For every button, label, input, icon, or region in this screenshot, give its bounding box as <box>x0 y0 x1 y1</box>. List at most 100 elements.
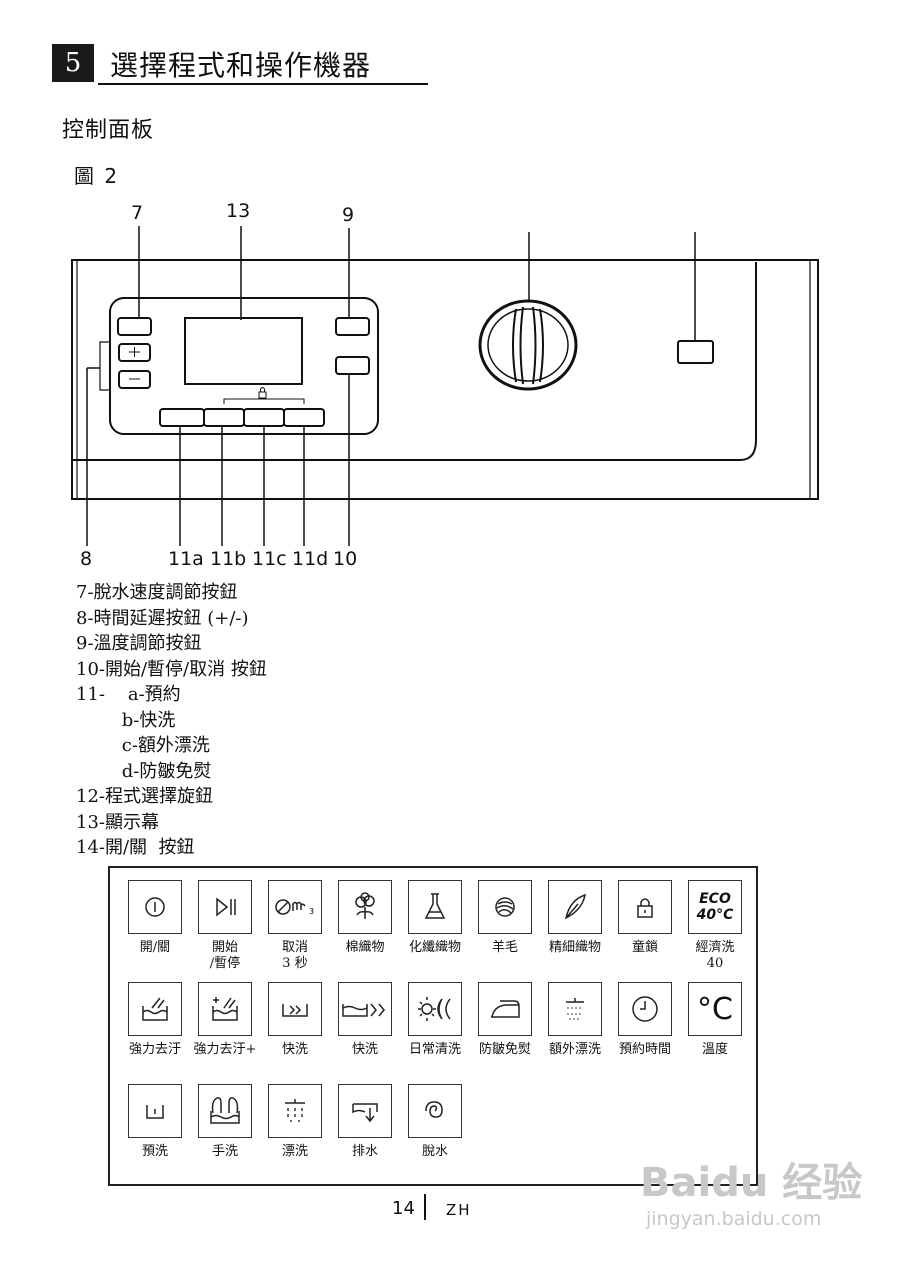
handwash-icon <box>198 1084 252 1138</box>
legend-item: 8-時間延遲按鈕 (+/-) <box>76 607 249 629</box>
symbol-cell: 強力去汙 <box>120 982 190 1058</box>
spin-icon <box>408 1084 462 1138</box>
callout-10: 10 <box>333 548 358 570</box>
symbol-label: 精細織物 <box>548 940 601 955</box>
callout-11c: 11c <box>252 548 287 570</box>
symbol-label: 快洗 <box>281 1042 308 1057</box>
symbol-cell: 脫水 <box>400 1084 470 1160</box>
power-button <box>677 340 714 364</box>
play-pause-icon <box>198 880 252 934</box>
svg-text:3: 3 <box>309 907 314 916</box>
symbol-label: 漂洗 <box>281 1144 308 1159</box>
symbol-label: 溫度 <box>701 1042 728 1057</box>
legend-list: 7-脫水速度調節按鈕 8-時間延遲按鈕 (+/-) 9-溫度調節按鈕 10-開始… <box>76 580 267 861</box>
legend-item: 10-開始/暫停/取消 按鈕 <box>76 658 267 680</box>
temperature-button <box>335 317 370 336</box>
cancel-hold-icon: 3 <box>268 880 322 934</box>
symbol-cell: 強力去汙+ <box>190 982 260 1058</box>
control-panel-diagram <box>71 226 819 546</box>
option-11c-button <box>243 408 285 427</box>
iron-icon <box>478 982 532 1036</box>
symbol-label: 童鎖 <box>631 940 658 955</box>
quick-wash-alt-icon <box>338 982 392 1036</box>
callout-8: 8 <box>80 548 93 570</box>
legend-item: c-額外漂洗 <box>76 735 210 756</box>
symbol-cell: 快洗 <box>260 982 330 1058</box>
symbol-cell: 漂洗 <box>260 1084 330 1160</box>
symbol-cell: 日常清洗 <box>400 982 470 1058</box>
symbol-cell: 開始 /暫停 <box>190 880 260 972</box>
cotton-icon <box>338 880 392 934</box>
option-11d-button <box>283 408 325 427</box>
symbol-label: 開/關 <box>139 940 171 955</box>
child-lock-icon <box>618 880 672 934</box>
callout-11a: 11a <box>168 548 204 570</box>
callout-9: 9 <box>342 204 355 226</box>
spin-speed-button <box>117 317 152 336</box>
language-code: ZH <box>446 1201 472 1219</box>
symbol-label: 強力去汙+ <box>193 1042 257 1057</box>
symbol-cell: 預約時間 <box>610 982 680 1058</box>
symbol-label: 強力去汙 <box>128 1042 181 1057</box>
panel-outline <box>71 259 819 500</box>
symbol-label: 開始 /暫停 <box>209 940 241 971</box>
delay-minus-button <box>118 370 151 389</box>
symbol-label: 手洗 <box>211 1144 238 1159</box>
watermark-brand: Baidu 经验 <box>640 1160 863 1206</box>
legend-item: d-防皺免熨 <box>76 760 212 782</box>
symbol-cell: 手洗 <box>190 1084 260 1160</box>
rinse-icon <box>268 1084 322 1138</box>
delicate-icon <box>548 880 602 934</box>
callout-7: 7 <box>131 202 144 224</box>
clock-icon <box>618 982 672 1036</box>
watermark-url: jingyan.baidu.com <box>646 1208 822 1230</box>
symbol-label: 經濟洗 40 <box>695 940 735 971</box>
symbol-cell: °C 溫度 <box>680 982 750 1058</box>
legend-item: 9-溫度調節按鈕 <box>76 633 202 654</box>
drain-icon <box>338 1084 392 1138</box>
option-11b-button <box>203 408 245 427</box>
symbol-cell: 排水 <box>330 1084 400 1160</box>
symbol-label: 脫水 <box>421 1144 448 1159</box>
symbol-label: 排水 <box>351 1144 378 1159</box>
callout-11b: 11b <box>210 548 247 570</box>
watermark: Baidu 经验 jingyan.baidu.com <box>640 1150 862 1230</box>
symbol-cell: 精細織物 <box>540 880 610 956</box>
footer-divider <box>424 1194 426 1220</box>
legend-item: 11- a-預約 <box>76 684 181 705</box>
control-cluster <box>109 297 379 435</box>
symbol-label: 化纖織物 <box>408 940 461 955</box>
symbol-label: 羊毛 <box>491 940 518 955</box>
symbol-cell: 童鎖 <box>610 880 680 956</box>
wool-icon <box>478 880 532 934</box>
page-number: 14 <box>392 1198 415 1219</box>
symbol-label: 日常清洗 <box>408 1042 461 1057</box>
celsius-icon: °C <box>688 982 742 1036</box>
symbol-cell: 3 取消 3 秒 <box>260 880 330 972</box>
section-number: 5 <box>52 44 94 82</box>
symbol-cell: 化纖織物 <box>400 880 470 956</box>
legend-item: 12-程式選擇旋鈕 <box>76 786 213 807</box>
intensive-plus-icon <box>198 982 252 1036</box>
legend-item: b-快洗 <box>76 709 176 731</box>
symbol-label: 取消 3 秒 <box>281 940 308 971</box>
delay-plus-button <box>118 343 151 362</box>
symbol-label: 預約時間 <box>618 1042 671 1057</box>
title-underline <box>98 83 428 85</box>
symbol-label: 棉織物 <box>345 940 385 955</box>
prewash-icon <box>128 1084 182 1138</box>
synthetic-icon <box>408 880 462 934</box>
section-title: 選擇程式和操作機器 <box>110 49 372 82</box>
legend-item: 13-顯示幕 <box>76 811 159 833</box>
callout-13: 13 <box>226 200 251 222</box>
option-11a-button <box>159 408 205 427</box>
symbol-label: 額外漂洗 <box>548 1042 601 1057</box>
symbol-label: 防皺免熨 <box>478 1042 531 1057</box>
program-knob <box>478 299 578 391</box>
intensive-icon <box>128 982 182 1036</box>
figure-label: 圖 2 <box>74 164 120 188</box>
legend-item: 7-脫水速度調節按鈕 <box>76 582 238 603</box>
subheading: 控制面板 <box>62 118 155 143</box>
